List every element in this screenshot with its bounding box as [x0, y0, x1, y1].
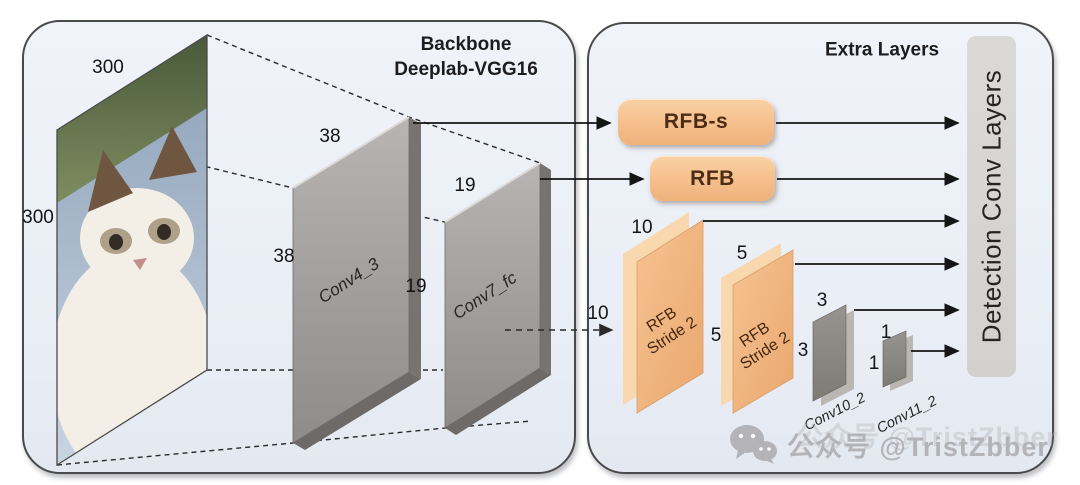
- backbone-title-line1: Backbone: [420, 34, 512, 55]
- conv7-fc-width-label: 19: [454, 175, 476, 196]
- stride2-height-label: 5: [710, 325, 722, 346]
- rfb-s-label: RFB-s: [663, 110, 729, 133]
- conv4-3-width-label: 38: [319, 126, 341, 147]
- backbone-panel: [22, 20, 576, 474]
- rfb-module: RFB: [650, 156, 775, 201]
- conv7-fc-height-label: 19: [405, 276, 427, 297]
- detection-conv-layers-bar: Detection Conv Layers: [967, 36, 1016, 377]
- conv11-2-height-label: 1: [868, 353, 880, 374]
- rfb-s-module: RFB-s: [618, 99, 774, 145]
- stride2-width-label: 5: [736, 243, 748, 264]
- extra-layers-title: Extra Layers: [824, 39, 940, 61]
- watermark: 公众号 @TristZbber: [728, 424, 1049, 464]
- stride1-width-label: 10: [631, 217, 653, 238]
- watermark-text: 公众号 @TristZbber: [787, 431, 1049, 462]
- input-height-label: 300: [22, 207, 54, 228]
- backbone-title-line2: Deeplab-VGG16: [394, 59, 538, 80]
- conv11-2-width-label: 1: [880, 322, 892, 343]
- stride1-height-label: 10: [587, 303, 609, 324]
- conv10-2-height-label: 3: [797, 340, 809, 361]
- conv10-2-width-label: 3: [816, 290, 828, 311]
- conv4-3-height-label: 38: [273, 246, 295, 267]
- input-width-label: 300: [92, 57, 124, 78]
- rfb-label: RFB: [690, 166, 735, 190]
- detection-conv-layers-label: Detection Conv Layers: [976, 69, 1006, 344]
- backbone-title: Backbone Deeplab-VGG16: [394, 32, 538, 82]
- wechat-icon: [730, 425, 777, 464]
